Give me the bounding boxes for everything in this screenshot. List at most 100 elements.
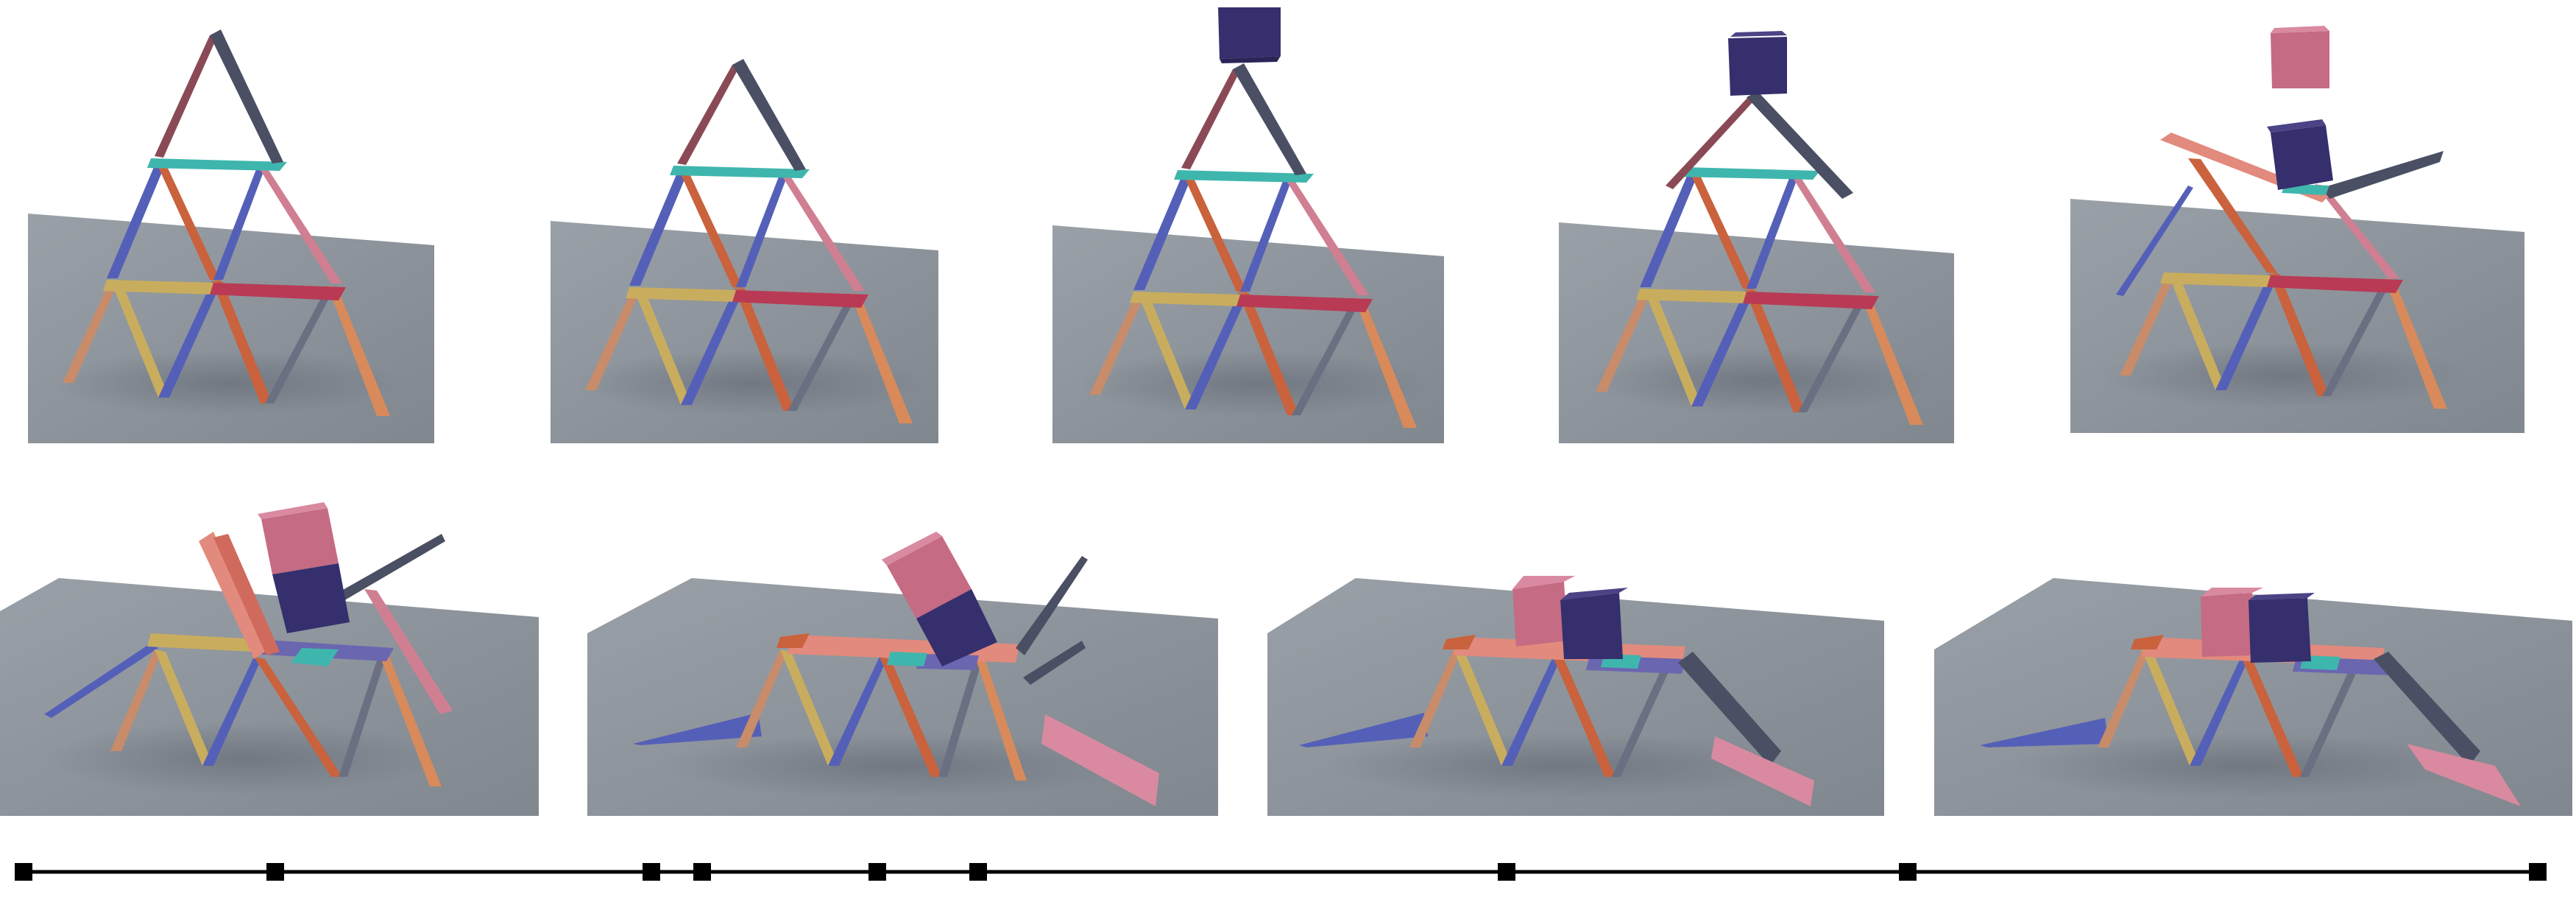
card (2385, 278, 2447, 409)
frame-8 (1267, 576, 1884, 816)
card (1640, 171, 1699, 287)
card (850, 293, 913, 423)
card (1454, 649, 1512, 766)
card (626, 287, 740, 302)
cube-pink (1512, 576, 1575, 647)
card (1174, 170, 1314, 183)
card (1236, 295, 1373, 312)
card (1747, 91, 1853, 199)
card (1980, 718, 2109, 747)
card (1233, 63, 1306, 175)
card (780, 649, 839, 766)
shadow (574, 350, 927, 416)
card (1185, 293, 1248, 409)
card (2322, 278, 2392, 396)
card (2322, 151, 2444, 199)
card (1443, 635, 1476, 649)
timeline-marker (1899, 863, 1917, 881)
card (1711, 736, 1814, 806)
card (736, 173, 788, 287)
timeline-marker (1498, 863, 1515, 881)
card (1409, 649, 1461, 747)
card (2315, 184, 2399, 278)
card (213, 166, 265, 280)
card (1183, 174, 1248, 293)
card (1041, 714, 1159, 806)
card (732, 59, 806, 171)
card (103, 280, 217, 295)
card (788, 293, 857, 411)
card (258, 166, 342, 284)
card (158, 281, 221, 398)
card (44, 641, 158, 718)
cube-navy (916, 589, 997, 666)
frame-4 (1559, 31, 1954, 443)
card (679, 169, 743, 289)
frame-6 (0, 502, 539, 816)
card (677, 65, 740, 165)
cube-navy (272, 563, 350, 633)
card (1181, 69, 1240, 169)
card (1239, 293, 1299, 415)
card (1016, 556, 1088, 655)
card (1133, 174, 1192, 290)
card (1689, 171, 1754, 290)
card (736, 649, 788, 747)
card (1691, 290, 1754, 406)
card (2190, 657, 2248, 766)
card (938, 657, 983, 777)
card (254, 657, 342, 777)
card (2098, 649, 2149, 747)
cube-pink (258, 502, 339, 574)
card (156, 162, 221, 281)
shadow (44, 722, 442, 795)
card (1596, 289, 1651, 392)
card (1666, 97, 1754, 189)
cube-navy (1728, 31, 1787, 96)
timeline-marker (693, 863, 711, 881)
card (1501, 657, 1560, 766)
card (1678, 652, 1781, 766)
shadow (1078, 351, 1432, 417)
card (265, 286, 335, 404)
card (732, 290, 868, 308)
frame-3 (1052, 7, 1444, 443)
card (1861, 295, 1923, 425)
card (155, 35, 217, 158)
timeline-marker (969, 863, 987, 881)
card (670, 166, 810, 178)
card (147, 158, 287, 171)
card (210, 29, 283, 163)
card (2188, 158, 2278, 274)
card (1023, 641, 1086, 685)
card (1612, 657, 1674, 777)
card (331, 534, 445, 604)
shadow (2101, 342, 2469, 409)
card (1680, 167, 1820, 180)
card (2142, 649, 2201, 766)
frame-5 (2070, 26, 2524, 433)
card (155, 649, 213, 766)
card (780, 173, 865, 291)
card (210, 283, 346, 300)
card (1643, 289, 1702, 406)
card (735, 289, 795, 411)
card (2267, 275, 2403, 293)
card (1130, 292, 1244, 306)
card (585, 287, 640, 390)
card (1292, 297, 1362, 415)
timeline-marker (15, 863, 32, 881)
cube-navy (2267, 119, 2333, 190)
card (629, 169, 688, 286)
shadow (52, 350, 405, 416)
card (681, 289, 743, 405)
card (776, 633, 810, 648)
shadow (1325, 733, 1796, 799)
shadow (2009, 733, 2480, 799)
card (2168, 272, 2226, 390)
card (887, 652, 927, 666)
card (2215, 274, 2278, 390)
card (202, 657, 261, 766)
frame-1 (28, 29, 434, 443)
